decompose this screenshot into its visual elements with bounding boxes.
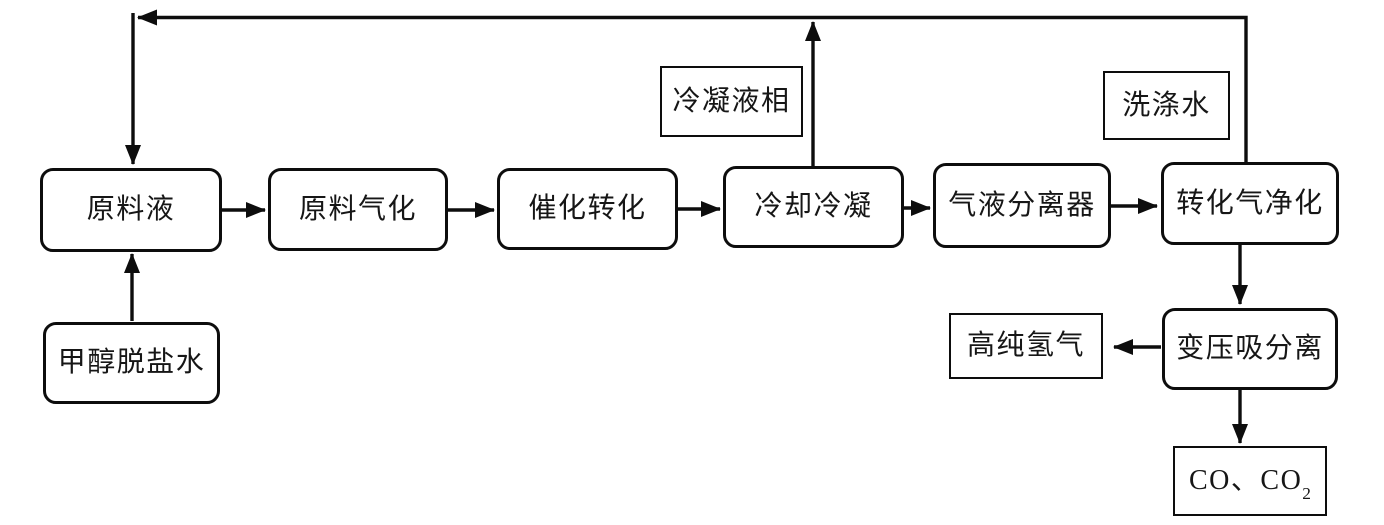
label-box-wash-water: 洗涤水 <box>1103 71 1230 140</box>
node-high-purity-hydrogen-label: 高纯氢气 <box>966 330 1085 361</box>
co2-subscript: 2 <box>1302 483 1311 503</box>
node-raw-liquid: 原料液 <box>40 168 222 252</box>
node-gas-liquid-separator-label: 气液分离器 <box>948 189 1096 221</box>
node-methanol-demin-water: 甲醇脱盐水 <box>43 322 220 404</box>
node-gas-liquid-separator: 气液分离器 <box>933 163 1111 248</box>
node-psa-separation-label: 变压吸分离 <box>1176 333 1324 364</box>
node-methanol-demin-water-label: 甲醇脱盐水 <box>57 347 206 378</box>
node-catalytic-conversion: 催化转化 <box>497 168 678 250</box>
label-condensate-phase-text: 冷凝液相 <box>672 85 791 117</box>
label-wash-water-text: 洗涤水 <box>1122 89 1211 121</box>
node-gasification: 原料气化 <box>268 168 448 251</box>
label-box-condensate-phase: 冷凝液相 <box>660 66 803 137</box>
node-catalytic-conversion-label: 催化转化 <box>528 193 647 224</box>
node-raw-liquid-label: 原料液 <box>86 194 176 225</box>
node-gas-purification: 转化气净化 <box>1161 162 1339 245</box>
edge-top-recycle-line <box>137 9 1248 163</box>
node-cooling-condensation-label: 冷却冷凝 <box>754 191 873 222</box>
node-co-co2-label: CO、CO2 <box>1189 465 1311 503</box>
node-co-co2: CO、CO2 <box>1173 446 1327 516</box>
node-psa-separation: 变压吸分离 <box>1162 308 1338 390</box>
node-gasification-label: 原料气化 <box>298 193 417 225</box>
node-gas-purification-label: 转化气净化 <box>1176 187 1324 219</box>
node-cooling-condensation: 冷却冷凝 <box>723 166 904 248</box>
node-high-purity-hydrogen: 高纯氢气 <box>949 313 1103 379</box>
